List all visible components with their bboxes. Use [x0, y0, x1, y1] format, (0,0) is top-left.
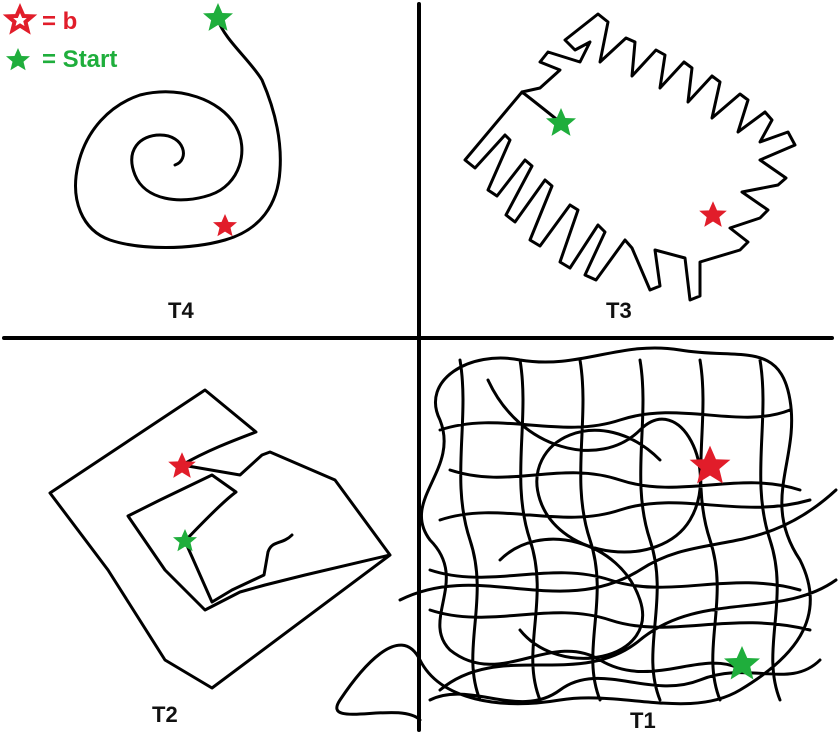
t4-path: [74, 18, 282, 249]
panel-t4: T4: [74, 3, 282, 323]
green-star-icon: [6, 48, 30, 71]
legend: = b = Start: [6, 6, 117, 73]
red-star-icon: [213, 214, 237, 237]
green-star-icon: [203, 3, 233, 31]
red-star-icon: [168, 452, 196, 478]
panel-t2: T2: [48, 388, 392, 727]
panel-label-t4: T4: [168, 298, 194, 323]
panel-label-t2: T2: [152, 702, 178, 727]
t2-path: [48, 388, 392, 690]
green-star-icon: [546, 108, 576, 136]
panel-label-t3: T3: [606, 298, 632, 323]
t1-path: [335, 346, 838, 722]
t3-path: [463, 12, 797, 302]
red-star-icon: [699, 201, 727, 227]
red-star-icon: [6, 6, 34, 33]
panel-t3: T3: [463, 12, 797, 323]
panel-t1: T1: [335, 346, 838, 733]
panel-label-t1: T1: [630, 708, 656, 733]
legend-start-label: = Start: [42, 46, 117, 73]
legend-b-label: = b: [42, 8, 77, 35]
